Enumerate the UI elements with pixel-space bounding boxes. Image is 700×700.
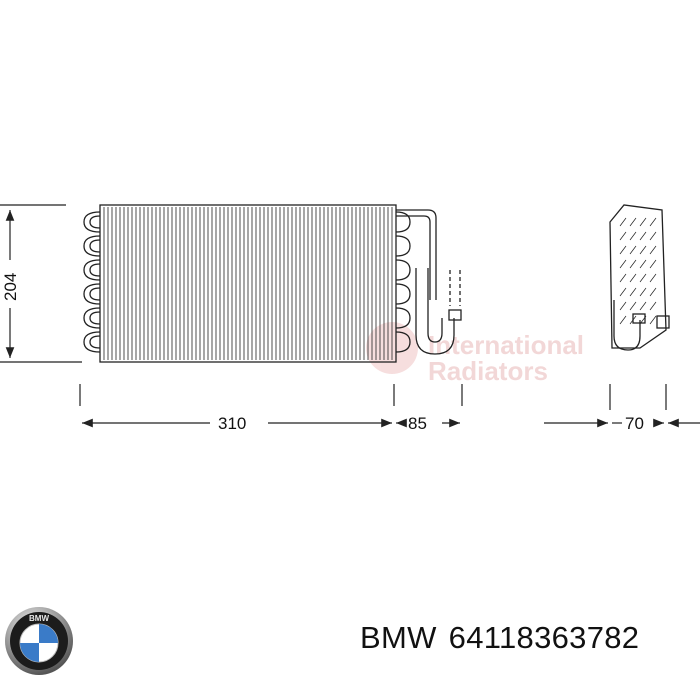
dimension-pipe-offset-label: 85 — [408, 414, 427, 433]
dimension-length-label: 310 — [218, 414, 246, 433]
part-number: 64118363782 — [448, 620, 640, 655]
dimension-depth — [544, 384, 700, 428]
outlet-u-pipe — [415, 268, 455, 355]
dimension-height — [0, 204, 82, 363]
brand-name: BMW — [360, 620, 437, 655]
dimension-length — [79, 384, 463, 428]
dimension-depth-label: 70 — [625, 414, 644, 433]
watermark: International Radiators — [366, 322, 584, 386]
side-hatching — [619, 217, 657, 325]
core-fins — [103, 207, 393, 360]
side-body — [609, 204, 667, 349]
right-tube-loops — [395, 211, 411, 353]
outlet-fitting — [448, 309, 462, 321]
bmw-logo-icon: BMW — [5, 607, 73, 675]
bmw-logo-text: BMW — [29, 614, 49, 623]
left-tube-loops — [83, 211, 101, 353]
evaporator-front-view — [83, 204, 462, 363]
watermark-line2: Radiators — [428, 356, 548, 386]
manifold-pipe — [396, 209, 437, 300]
part-caption: BMW 64118363782 — [360, 620, 651, 664]
dimension-height-label: 204 — [1, 273, 20, 301]
evaporator-side-view — [609, 204, 670, 351]
